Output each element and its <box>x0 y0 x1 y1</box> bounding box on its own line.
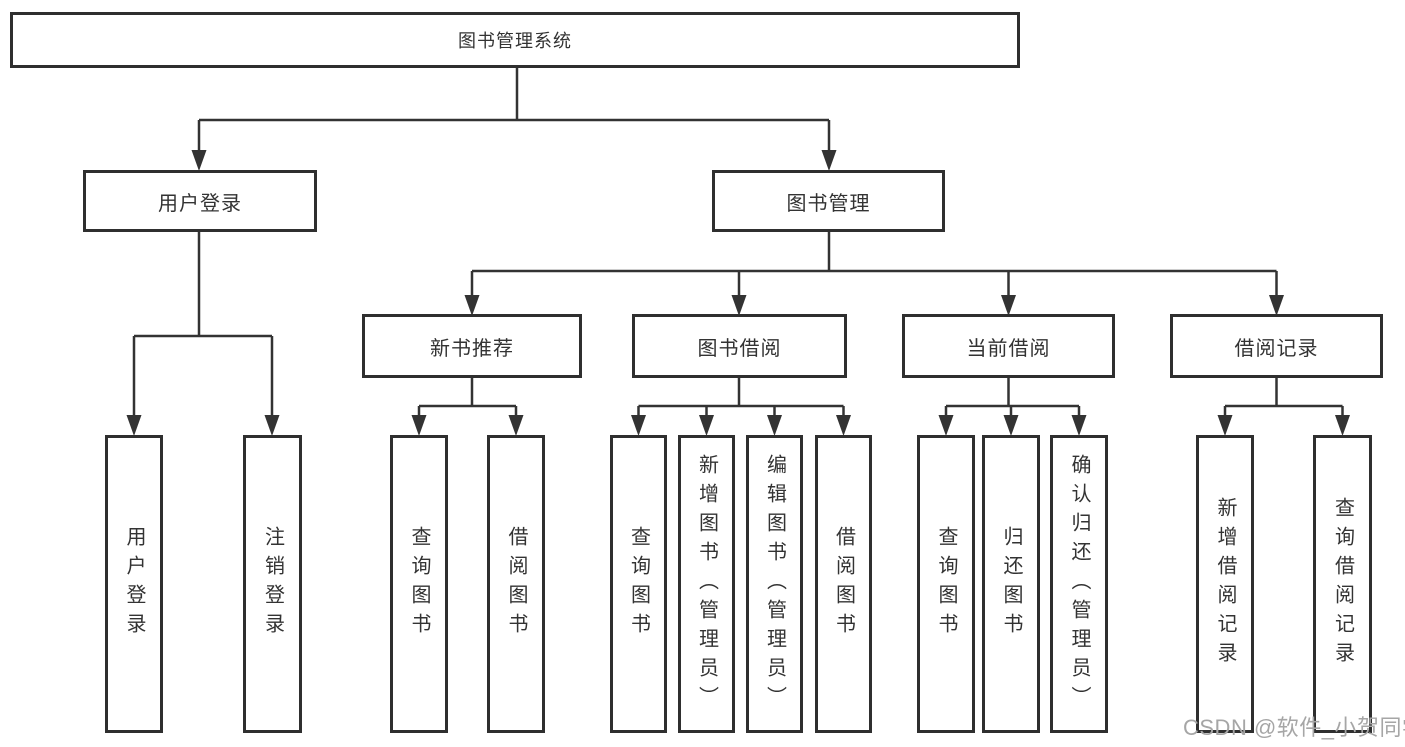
arrowhead <box>1003 415 1019 436</box>
arrowhead <box>191 150 207 171</box>
leaf-label: 查询借阅记录 <box>1331 497 1354 671</box>
arrowhead <box>264 415 280 436</box>
leaf-confirm-return-admin: 确认归还（管理员） <box>1050 435 1108 733</box>
arrowhead <box>836 415 851 436</box>
leaf-borrow-books: 借阅图书 <box>815 435 872 733</box>
node-label: 当前借阅 <box>966 337 1051 360</box>
leaf-return-book: 归还图书 <box>982 435 1040 733</box>
arrowhead <box>1217 415 1233 436</box>
arrowhead <box>508 415 524 436</box>
arrowhead <box>1071 415 1087 436</box>
node-label: 图书管理 <box>786 192 871 215</box>
node-book-management: 图书管理 <box>712 170 945 232</box>
node-label: 图书借阅 <box>697 337 782 360</box>
leaf-query-books-current: 查询图书 <box>917 435 975 733</box>
leaf-label: 新增借阅记录 <box>1214 497 1236 671</box>
arrowhead <box>1335 415 1350 436</box>
leaf-label: 借阅图书 <box>832 526 855 642</box>
arrowhead <box>821 150 837 171</box>
arrowhead <box>1269 295 1284 316</box>
leaf-label: 归还图书 <box>1000 526 1022 642</box>
node-label: 用户登录 <box>158 192 242 215</box>
node-user-login: 用户登录 <box>83 170 317 232</box>
leaf-query-books-borrow: 查询图书 <box>610 435 667 733</box>
node-library-management-system: 图书管理系统 <box>10 12 1020 68</box>
node-book-borrowing: 图书借阅 <box>632 314 847 378</box>
node-label: 新书推荐 <box>430 337 514 360</box>
leaf-label: 确认归还（管理员） <box>1068 453 1090 715</box>
leaf-label: 查询图书 <box>627 526 650 642</box>
leaf-label: 查询图书 <box>935 526 957 642</box>
leaf-borrow-books-recommend: 借阅图书 <box>487 435 545 733</box>
leaf-query-books-recommend: 查询图书 <box>390 435 448 733</box>
arrowhead <box>767 415 782 436</box>
leaf-label: 注销登录 <box>261 526 284 642</box>
node-label: 借阅记录 <box>1234 337 1319 360</box>
arrowhead <box>631 415 646 436</box>
leaf-user-login: 用户登录 <box>105 435 163 733</box>
leaf-add-book-admin: 新增图书（管理员） <box>678 435 735 733</box>
leaf-label: 查询图书 <box>408 526 430 642</box>
arrowhead <box>1001 295 1016 316</box>
arrowhead <box>464 295 480 316</box>
leaf-edit-book-admin: 编辑图书（管理员） <box>746 435 803 733</box>
leaf-add-borrow-record: 新增借阅记录 <box>1196 435 1254 733</box>
arrowhead <box>731 295 747 316</box>
leaf-label: 用户登录 <box>123 526 145 642</box>
arrowhead <box>699 415 714 436</box>
leaf-label: 新增图书（管理员） <box>695 453 718 715</box>
node-current-borrowing: 当前借阅 <box>902 314 1115 378</box>
leaf-query-borrow-record: 查询借阅记录 <box>1313 435 1372 733</box>
leaf-logout: 注销登录 <box>243 435 302 733</box>
node-label: 图书管理系统 <box>458 31 572 51</box>
node-borrowing-records: 借阅记录 <box>1170 314 1383 378</box>
arrowhead <box>126 415 142 436</box>
csdn-watermark: CSDN @软件_小贺同学 <box>1183 715 1405 740</box>
node-new-book-recommend: 新书推荐 <box>362 314 582 378</box>
leaf-label: 编辑图书（管理员） <box>763 453 786 715</box>
leaf-label: 借阅图书 <box>505 526 527 642</box>
arrowhead <box>411 415 427 436</box>
arrowhead <box>938 415 954 436</box>
